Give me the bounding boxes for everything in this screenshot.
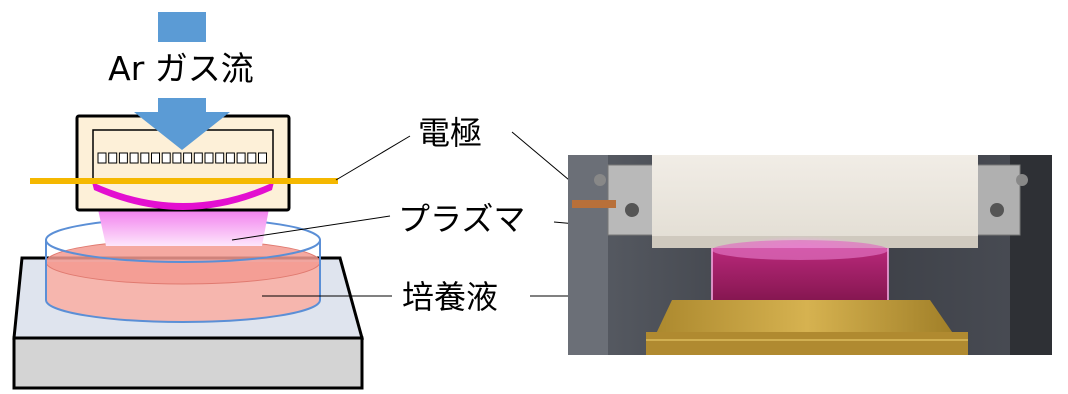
electrode-cell [247,152,257,164]
plasma-pointer [231,215,391,241]
electrode-wire [30,178,338,184]
electrode-array [97,152,267,164]
schematic: Ar ガス流 [12,12,411,390]
electrode-cell [193,152,203,164]
electrode-cell [172,152,182,164]
electrode-cell [183,152,193,164]
electrode-pointer [335,135,411,181]
electrode-cell [204,152,214,164]
plasma-emission [92,182,274,210]
gas-flow-arrow [134,98,230,150]
gas-inlet-tube [158,12,206,42]
electrode-cell [215,152,225,164]
photo-of-plasma-device [568,155,1052,355]
electrode-cell [108,152,118,164]
electrode-cell [97,152,107,164]
electrode-cell [151,152,160,164]
electrode-cell [236,152,246,164]
gas-flow-label: Ar ガス流 [108,49,254,88]
electrode-cell [118,152,128,164]
electrode-cell [161,152,171,164]
electrode-cell [258,152,267,164]
electrode-cell [225,152,235,164]
plasma-label: プラズマ [398,200,525,238]
electrode-cell [140,152,150,164]
electrode-label: 電極 [418,114,482,152]
medium-label: 培養液 [402,278,498,316]
electrode-cell [129,152,139,164]
